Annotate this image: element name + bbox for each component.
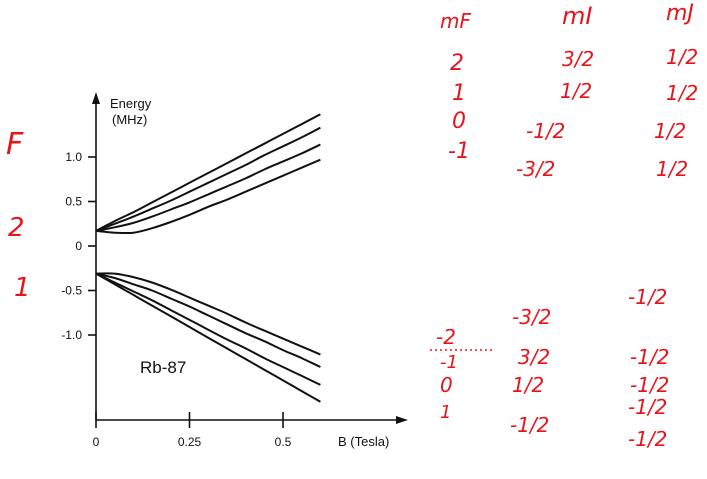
lower-mF-1: -1	[440, 352, 458, 373]
upper-mF-1: 1	[452, 81, 466, 106]
y-tick-label: -1.0	[61, 328, 82, 342]
lower-mJ-4: -1/2	[628, 427, 667, 451]
y-tick-label: -0.5	[61, 284, 82, 298]
axes	[92, 92, 408, 424]
upper-mJ-2: 1/2	[654, 119, 686, 143]
F-value-1: 1	[14, 273, 31, 303]
chart-title: Rb-87	[140, 358, 186, 377]
series-lines	[95, 113, 321, 403]
x-tick-label: 0.25	[178, 435, 202, 449]
lower-mI-3: -1/2	[510, 413, 549, 437]
upper-mF-3: -1	[448, 139, 470, 164]
x-tick-label: 0	[93, 435, 100, 449]
energy-level-line-2	[95, 126, 321, 232]
ticks: 0 0.25 0.5 1.0 0.5 0 -0.5 -1.0	[61, 150, 291, 449]
lower-mI-0: -3/2	[512, 305, 551, 329]
energy-level-line-8	[95, 272, 321, 403]
lower-mJ-2: -1/2	[630, 373, 669, 397]
lower-mF-3: 1	[440, 402, 451, 423]
y-tick-label: 0	[75, 239, 82, 253]
lower-mJ-3: -1/2	[628, 395, 667, 419]
F-label: F	[6, 127, 24, 162]
energy-level-line-3	[95, 143, 321, 232]
y-tick-label: 0.5	[65, 195, 82, 209]
mJ-header: mJ	[666, 1, 694, 26]
y-axis-label-line1: Energy	[110, 96, 152, 111]
energy-level-line-1	[95, 113, 321, 232]
mF-header: mF	[440, 9, 471, 33]
lower-mJ-1: -1/2	[630, 345, 669, 369]
mI-header: mI	[562, 2, 592, 30]
upper-mI-3: -3/2	[516, 157, 555, 181]
upper-mF-0: 2	[450, 51, 464, 76]
x-axis-label: B (Tesla)	[338, 434, 389, 449]
upper-mJ-3: 1/2	[656, 157, 688, 181]
y-tick-label: 1.0	[65, 150, 82, 164]
energy-level-line-4	[95, 158, 321, 235]
lower-mI-2: 1/2	[512, 373, 544, 397]
lower-mI-1: 3/2	[518, 345, 550, 369]
upper-mF-2: 0	[452, 109, 466, 134]
x-axis-arrow-icon	[396, 416, 408, 424]
upper-mI-1: 1/2	[560, 79, 592, 103]
lower-mF-2: 0	[440, 373, 453, 397]
handwritten-annotations: F 2 1 mF mI mJ 2 1 0 -1 3/2 1/2 -1/2 -3/…	[6, 1, 698, 451]
lower-mJ-0: -1/2	[628, 285, 667, 309]
lower-mF-0: -2	[436, 325, 456, 349]
upper-mI-0: 3/2	[562, 47, 594, 71]
y-axis-arrow-icon	[92, 92, 100, 104]
upper-mJ-0: 1/2	[666, 45, 698, 69]
energy-level-line-7	[95, 272, 321, 386]
upper-mJ-1: 1/2	[666, 81, 698, 105]
F-value-2: 2	[8, 213, 25, 243]
energy-level-line-6	[95, 272, 321, 368]
energy-level-line-5	[95, 272, 321, 356]
y-axis-label-line2: (MHz)	[112, 112, 147, 127]
x-tick-label: 0.5	[275, 435, 292, 449]
upper-mI-2: -1/2	[526, 119, 565, 143]
